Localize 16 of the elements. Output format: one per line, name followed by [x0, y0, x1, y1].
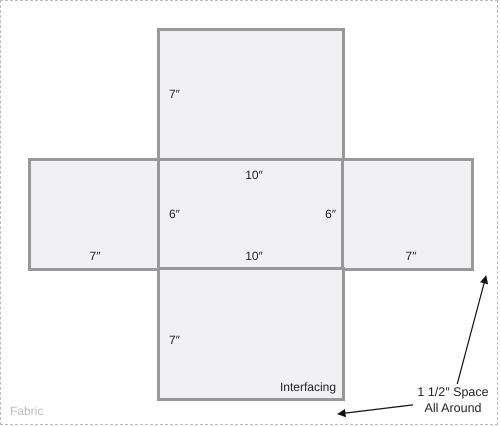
arrow [456, 275, 488, 384]
dimension-label: 7″ [169, 87, 180, 101]
dimension-label: 7″ [90, 249, 100, 263]
dimension-label: 10″ [245, 168, 263, 182]
dimension-label: 6″ [169, 207, 180, 221]
bottom-panel [157, 267, 345, 401]
top-panel [157, 28, 345, 161]
fabric-label: Fabric [10, 404, 44, 418]
right-panel [341, 158, 474, 271]
dimension-label: 7″ [169, 333, 180, 347]
panel-label: Interfacing [280, 380, 336, 394]
dimension-label: 6″ [325, 207, 336, 221]
dimension-label: 10″ [245, 249, 263, 263]
note-text: 1 1/2″ Space All Around [416, 384, 490, 416]
arrow [337, 404, 414, 418]
dimension-label: 7″ [406, 249, 416, 263]
